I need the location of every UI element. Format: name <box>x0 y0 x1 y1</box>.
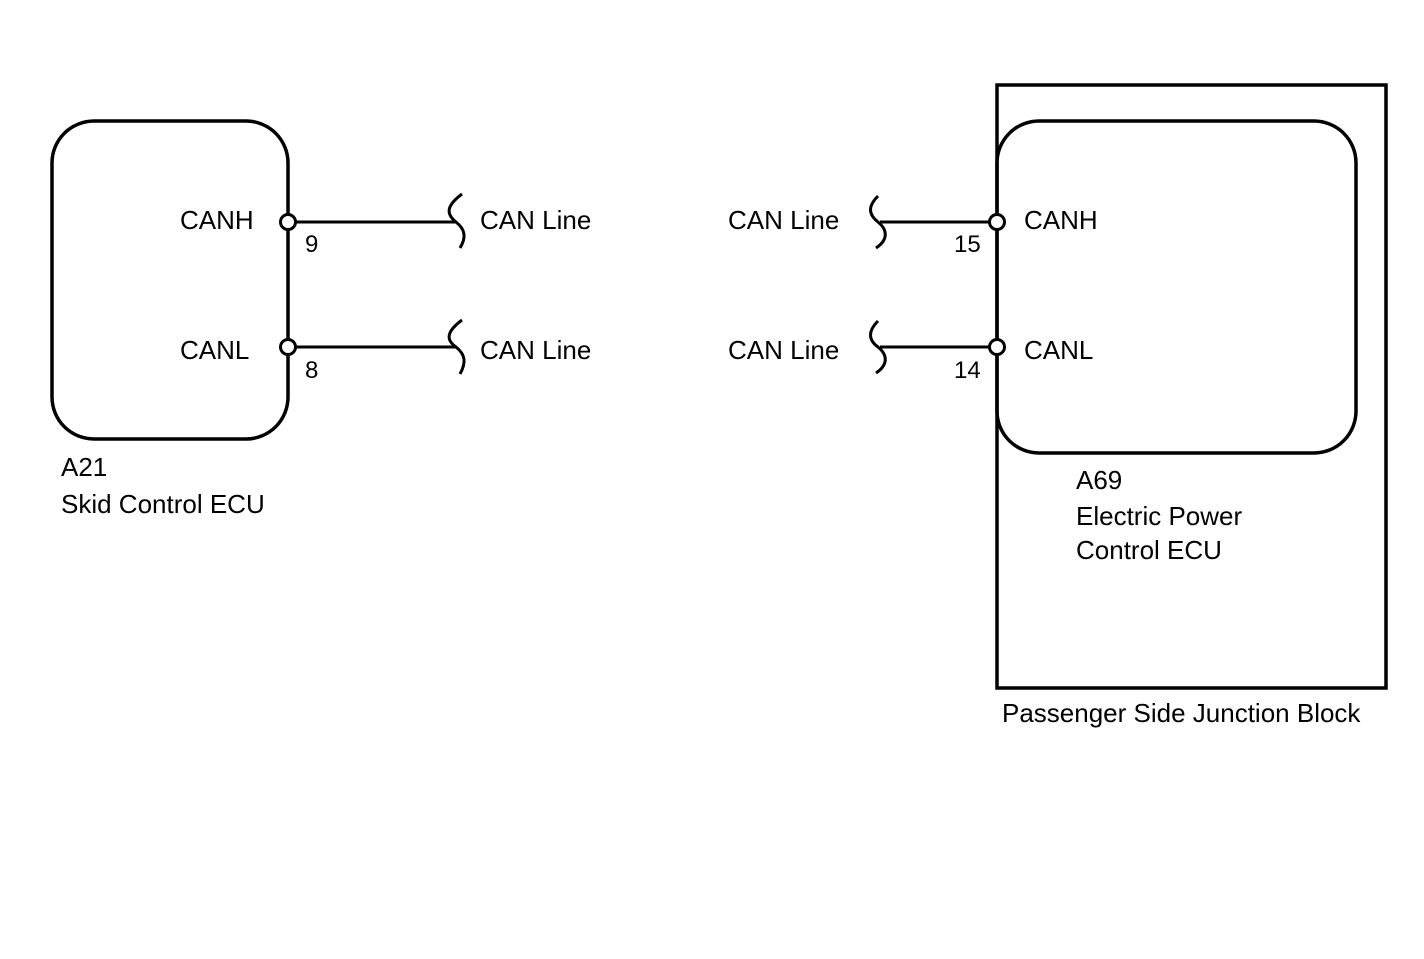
right-can-wires: CAN Line CAN Line <box>728 194 1006 375</box>
right-canh-pin-number: 15 <box>954 231 981 258</box>
junction-block-frame <box>995 83 1388 690</box>
left-canh-pin-number: 9 <box>305 231 318 258</box>
electric-power-control-ecu-box <box>995 119 1358 455</box>
left-ecu-code: A21 <box>61 452 107 482</box>
right-canl-link-label: CAN Line <box>728 335 839 365</box>
skid-control-ecu: CANH CANL 9 8 A21 Skid Control ECU <box>50 119 318 519</box>
electric-power-control-ecu: CANH CANL 15 14 A69 Electric Power Contr… <box>954 119 1358 565</box>
left-canl-signal-label: CANL <box>180 335 249 365</box>
left-can-wires: CAN Line CAN Line <box>279 192 591 375</box>
left-ecu-name: Skid Control ECU <box>61 489 265 519</box>
right-canh-link-label: CAN Line <box>728 205 839 235</box>
left-canl-pin-number: 8 <box>305 357 318 384</box>
right-canh-signal-label: CANH <box>1024 205 1098 235</box>
right-ecu-name-line1: Electric Power <box>1076 501 1242 531</box>
right-ecu-name-line2: Control ECU <box>1076 535 1222 565</box>
right-canl-pin-number: 14 <box>954 357 981 384</box>
right-canl-terminal <box>988 338 1006 356</box>
left-canh-terminal <box>279 213 297 231</box>
left-canl-link-label: CAN Line <box>480 335 591 365</box>
junction-block-label: Passenger Side Junction Block <box>1002 698 1361 728</box>
left-canh-signal-label: CANH <box>180 205 254 235</box>
passenger-side-junction-block: Passenger Side Junction Block <box>995 83 1388 728</box>
right-canl-signal-label: CANL <box>1024 335 1093 365</box>
left-canl-break-mark <box>447 318 466 375</box>
right-canh-break-mark <box>869 194 887 250</box>
left-canh-break-mark <box>447 192 466 249</box>
left-canh-link-label: CAN Line <box>480 205 591 235</box>
right-ecu-code: A69 <box>1076 465 1122 495</box>
skid-control-ecu-box <box>50 119 290 441</box>
right-canh-terminal <box>988 213 1006 231</box>
left-canl-terminal <box>279 338 297 356</box>
right-canl-break-mark <box>869 319 887 375</box>
